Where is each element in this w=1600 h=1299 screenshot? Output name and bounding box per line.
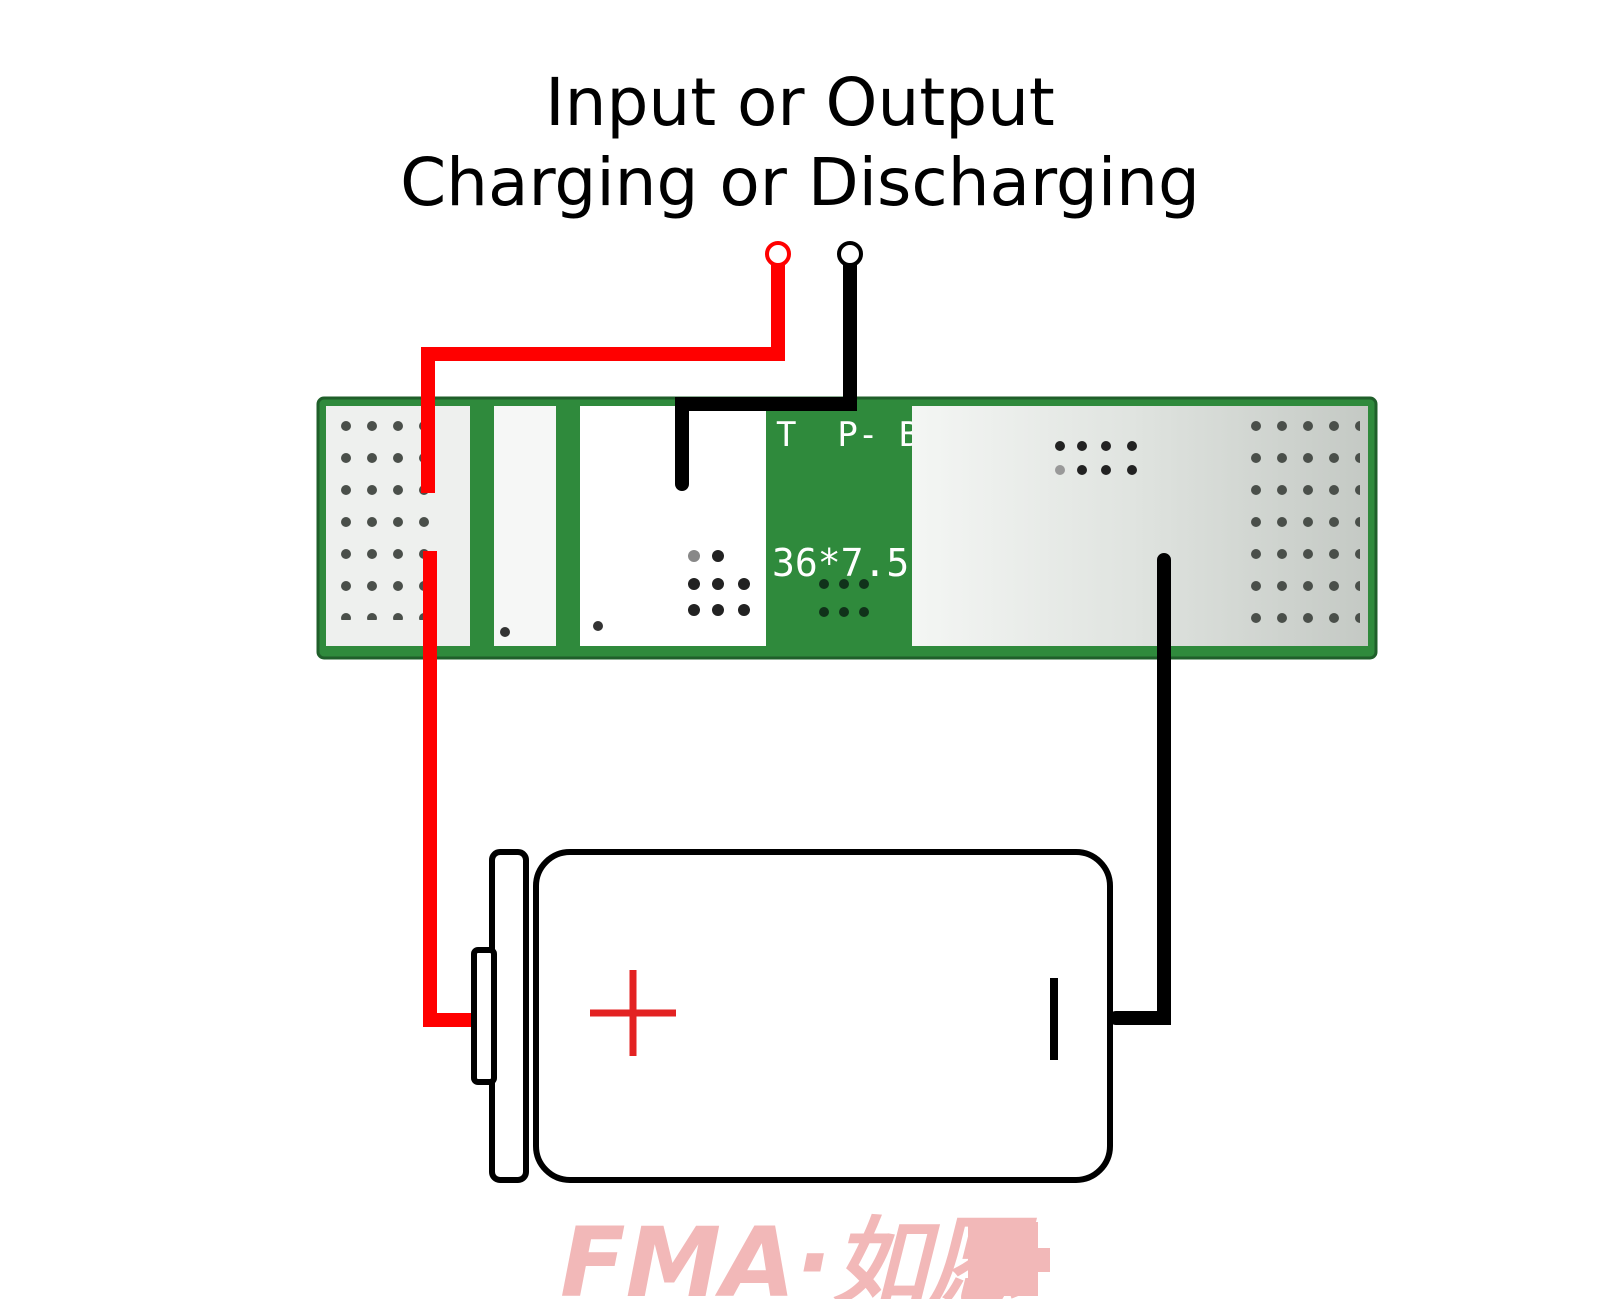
positive-terminal [765,241,791,267]
pcb-via [500,627,510,637]
pcb-silkscreen-size: 36*7.5 [772,541,909,585]
pcb-pad-right-holes [1240,412,1360,642]
pcb-hole-cluster [688,550,750,616]
negative-terminal [837,241,863,267]
pcb-pad-middle [580,406,766,646]
negative-wire [675,257,1171,1025]
title-input-output: Input or Output [545,64,1055,141]
pcb-pad-narrow [494,406,556,646]
battery-terminal-nub [471,947,497,1085]
battery-cap-ring [489,849,529,1183]
pcb-hole-cluster-green [819,579,869,617]
positive-wire [421,253,785,1027]
battery [471,849,1113,1183]
battery-body [533,849,1113,1183]
watermark-battery-tip [1038,1248,1050,1272]
pcb-hole-cluster-top [1055,441,1137,475]
battery-positive-symbol [590,970,676,1056]
watermark-battery-icon [968,1222,1038,1296]
title-charging-discharging: Charging or Discharging [400,144,1200,221]
pcb-pad-left-holes [328,410,438,620]
pcb-board: T P- B- 36*7.5 [316,396,1378,660]
pcb-via [593,621,603,631]
watermark-logo: FMA·如愿 [560,1207,1038,1299]
